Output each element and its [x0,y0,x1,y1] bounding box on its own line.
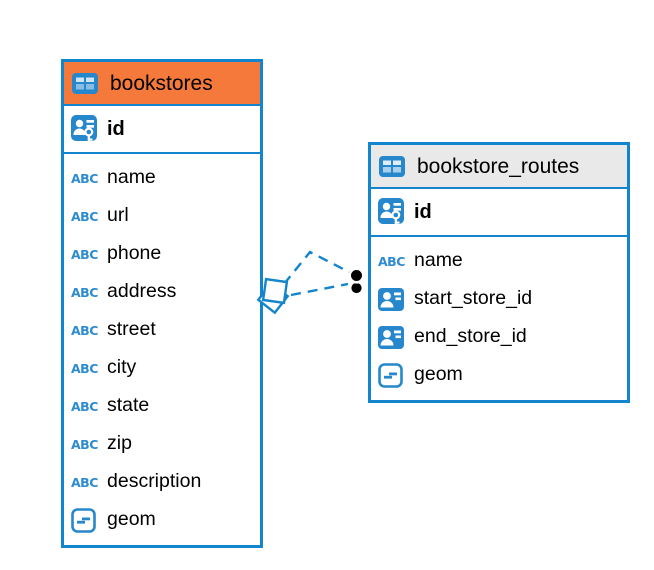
column-address[interactable]: ABC address [64,273,260,311]
column-url[interactable]: ABC url [64,197,260,235]
column-label: name [414,249,463,272]
text-type-icon: ABC [71,284,98,300]
text-type-icon: ABC [71,322,98,338]
column-id[interactable]: id [64,108,260,150]
primary-key-icon [378,197,407,227]
text-type-icon: ABC [71,170,98,186]
column-geom[interactable]: geom [371,356,627,394]
column-label: geom [107,508,156,531]
table-title: bookstore_routes [417,154,580,178]
foreign-key-icon [378,325,407,349]
column-label: start_store_id [414,287,533,310]
primary-key-icon [71,114,100,144]
geometry-type-icon [71,507,100,533]
column-label: phone [107,242,162,265]
table-title: bookstores [110,71,213,95]
relation-dot-marker [348,267,365,296]
column-label: url [107,204,129,227]
text-type-icon: ABC [378,253,405,269]
column-label: state [107,394,150,417]
table-header[interactable]: bookstore_routes [371,145,627,189]
table-icon [379,155,408,177]
geometry-type-icon [378,362,407,388]
column-phone[interactable]: ABC phone [64,235,260,273]
column-label: address [107,280,177,303]
column-label: description [107,470,202,493]
primary-key-section: id [64,106,260,154]
table-icon [72,72,101,94]
column-label: city [107,356,137,379]
column-label: geom [414,363,463,386]
column-label: id [414,201,432,223]
column-label: id [107,118,125,140]
column-label: end_store_id [414,325,527,348]
column-street[interactable]: ABC street [64,311,260,349]
column-label: name [107,166,156,189]
foreign-key-icon [378,287,407,311]
text-type-icon: ABC [71,360,98,376]
primary-key-section: id [371,189,627,237]
column-name[interactable]: ABC name [64,159,260,197]
column-start_store_id[interactable]: start_store_id [371,280,627,318]
column-label: street [107,318,156,341]
column-description[interactable]: ABC description [64,463,260,501]
text-type-icon: ABC [71,436,98,452]
relation-line [283,250,352,297]
table-header[interactable]: bookstores [64,62,260,106]
text-type-icon: ABC [71,474,98,490]
column-label: zip [107,432,132,455]
column-city[interactable]: ABC city [64,349,260,387]
text-type-icon: ABC [71,208,98,224]
text-type-icon: ABC [71,246,98,262]
column-zip[interactable]: ABC zip [64,425,260,463]
text-type-icon: ABC [71,398,98,414]
column-end_store_id[interactable]: end_store_id [371,318,627,356]
table-bookstore-routes[interactable]: bookstore_routes id ABC name start_store_i… [368,142,630,403]
column-name[interactable]: ABC name [371,242,627,280]
column-id[interactable]: id [371,191,627,233]
column-state[interactable]: ABC state [64,387,260,425]
column-geom[interactable]: geom [64,501,260,539]
